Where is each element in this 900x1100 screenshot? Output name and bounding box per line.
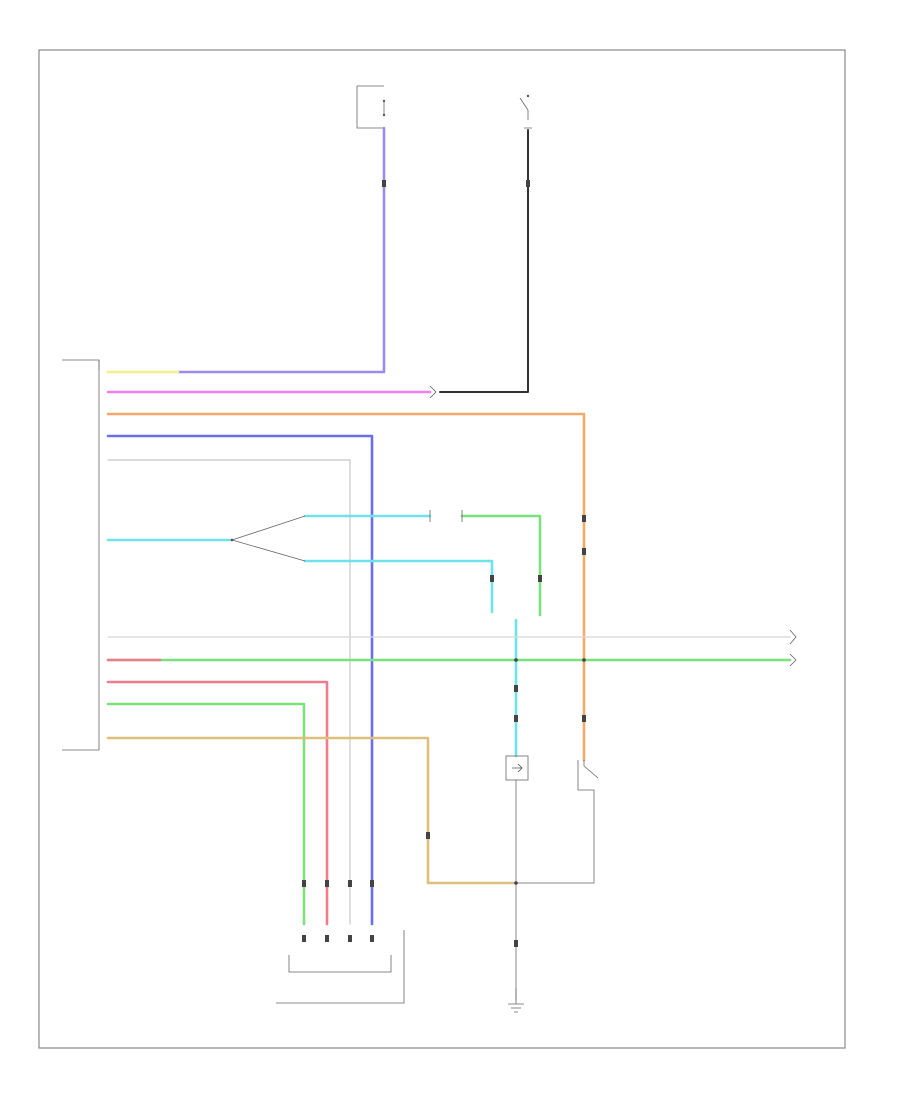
wire-green-upper — [460, 514, 542, 617]
sensor-left — [505, 755, 529, 781]
wire-orange — [106, 412, 586, 762]
bottom-connector — [276, 930, 405, 1004]
splice-markers — [230, 180, 586, 947]
center-connector — [429, 510, 463, 522]
right-connector — [789, 629, 797, 667]
ground-symbol — [508, 988, 524, 1013]
wire-green-lower — [106, 702, 306, 926]
wire-tan — [106, 736, 518, 885]
wire-ground — [515, 779, 595, 1001]
wire-red — [106, 658, 329, 926]
wire-grey — [107, 459, 351, 925]
sensor-right — [577, 760, 599, 791]
ecm-connector — [62, 359, 100, 751]
top-fuse-block — [356, 85, 386, 129]
wire-purple — [176, 126, 386, 374]
left-branch — [231, 515, 306, 562]
wire-blue — [106, 434, 374, 926]
top-relay-block — [519, 94, 532, 129]
wire-black — [439, 129, 529, 393]
wire-cyan-lower — [303, 559, 494, 614]
joint-connector — [429, 385, 437, 399]
diagram-frame — [38, 49, 846, 1049]
